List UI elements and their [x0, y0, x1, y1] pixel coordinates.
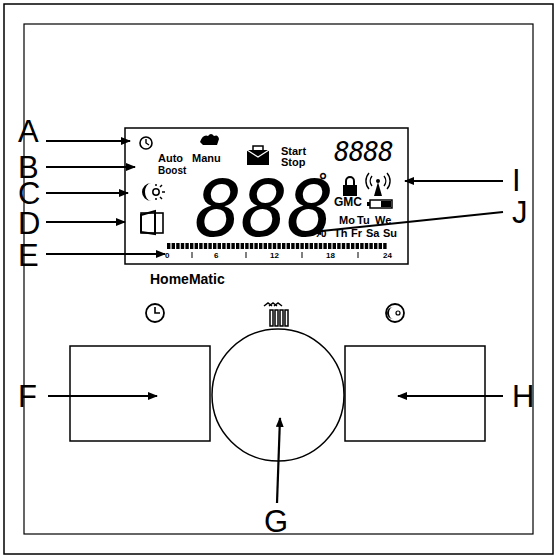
weekday: Su [383, 228, 397, 239]
weekday: Th [334, 228, 347, 239]
segment-digits: 888 [195, 170, 333, 248]
weekday: Tu [357, 215, 370, 226]
weekday: Mo [339, 215, 355, 226]
mode-text: Stop [281, 157, 305, 168]
weekday: We [375, 215, 391, 226]
callout-letter: E [18, 240, 39, 271]
status-text: GMC [334, 196, 362, 208]
callout-letter: F [18, 381, 37, 412]
hour-mark: 24 [383, 252, 392, 260]
hour-mark: 12 [270, 252, 279, 260]
callout-letter: C [18, 178, 40, 209]
hour-mark: 0 [165, 252, 169, 260]
callout-letter: A [18, 116, 39, 147]
callout-letter: J [512, 197, 528, 228]
mode-text: Auto [158, 153, 183, 164]
hour-mark: 18 [326, 252, 335, 260]
mode-text: Start [281, 146, 306, 157]
degree-sign: ° [319, 170, 327, 190]
weekday: Fr [351, 228, 362, 239]
mode-text: Boost [158, 166, 186, 176]
brand-name: HomeMatic [150, 272, 225, 286]
segment-digits: 8888 [334, 139, 393, 165]
callout-letter: G [264, 506, 288, 537]
percent-sign: % [314, 225, 326, 239]
weekday: Sa [366, 228, 379, 239]
callout-letter: D [18, 208, 40, 239]
callout-letter: I [512, 165, 521, 196]
callout-letter: H [512, 381, 534, 412]
mode-text: Manu [192, 153, 221, 164]
hour-mark: 6 [214, 252, 218, 260]
